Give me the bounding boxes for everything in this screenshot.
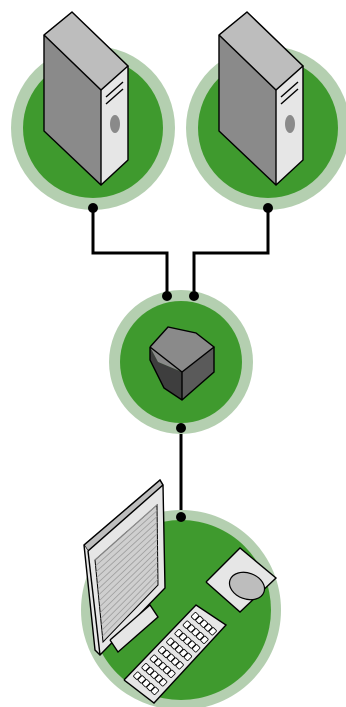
keyboard-key	[150, 670, 159, 679]
keyboard-key	[182, 620, 191, 629]
keyboard-key	[183, 636, 192, 645]
keyboard-key	[175, 645, 184, 654]
screen-scanline	[99, 550, 158, 608]
screen-scanline	[98, 538, 158, 596]
screen-scanline	[101, 573, 159, 631]
keyboard-key	[195, 631, 205, 641]
keyboard-key	[179, 648, 188, 658]
keyboard-key	[162, 665, 172, 675]
node-switch	[109, 290, 253, 434]
keyboard-key	[183, 652, 193, 661]
screen-scanline	[98, 544, 158, 602]
keyboard-key	[174, 629, 183, 638]
keyboard-keys	[133, 612, 217, 695]
screen-scanline	[100, 561, 158, 619]
keyboard-key	[178, 632, 188, 642]
keyboard-key	[150, 686, 160, 695]
link-server-right-switch	[192, 208, 270, 296]
keyboard-key	[187, 640, 196, 649]
screen-scanline	[95, 516, 158, 573]
screen-scanline	[101, 567, 159, 625]
keyboard-key	[187, 624, 196, 633]
screen-scanline	[96, 521, 158, 578]
screen-scanline	[97, 527, 158, 584]
keyboard-key	[154, 658, 163, 667]
kvm-switch-icon	[149, 326, 216, 401]
keyboard-key	[157, 646, 167, 655]
keyboard-key	[154, 674, 163, 683]
keyboard-key	[171, 657, 180, 666]
keyboard-key	[199, 619, 208, 628]
keyboard-key	[170, 641, 179, 650]
screen-scanline	[94, 504, 158, 561]
screen-scanline	[102, 579, 159, 637]
keyboard-key	[149, 654, 158, 663]
keyboard-key	[146, 682, 155, 692]
keyboard-key	[159, 678, 168, 687]
server-tower-icon	[218, 11, 305, 186]
keyboard-key	[142, 679, 151, 688]
keyboard-key	[141, 663, 150, 672]
keyboard-key	[162, 649, 171, 659]
keyboard-key	[133, 671, 142, 680]
keyboard-key	[175, 661, 184, 670]
keyboard-key	[195, 615, 204, 625]
keyboard-key	[137, 675, 146, 684]
keyboard-key	[208, 627, 217, 636]
node-server-left	[11, 11, 175, 213]
screen-scanline	[99, 556, 158, 614]
screen-scanline	[97, 533, 158, 590]
desktop-computer-icon	[83, 478, 278, 704]
keyboard-key	[191, 628, 200, 637]
keyboard-key	[145, 666, 155, 676]
keyboard-key	[167, 669, 176, 678]
screen-scanline	[95, 510, 158, 567]
node-server-right	[186, 11, 346, 213]
keyboard-key	[166, 653, 175, 662]
keyboard-key	[192, 644, 201, 653]
keyboard-key	[204, 623, 213, 632]
node-workstation	[81, 478, 281, 707]
link-server-left-switch	[91, 208, 169, 296]
connectors	[91, 208, 270, 517]
keyboard-key	[166, 637, 175, 646]
keyboard-key	[200, 635, 209, 644]
keyboard-key	[190, 612, 200, 621]
keyboard-key	[158, 662, 167, 671]
server-tower-icon	[43, 11, 130, 186]
